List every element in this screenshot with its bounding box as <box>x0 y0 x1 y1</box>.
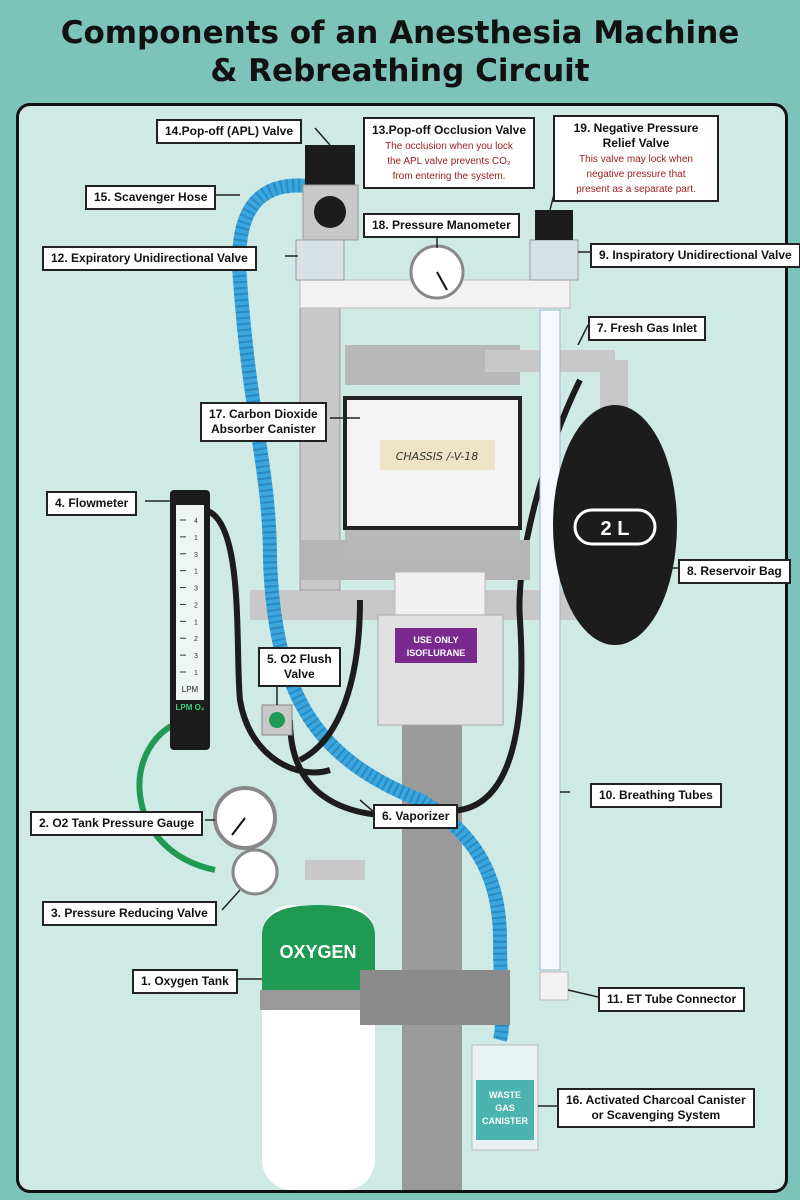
callout-relief-title-2: Relief Valve <box>602 136 670 150</box>
vaporizer-hose <box>298 599 363 763</box>
flowmeter-tick-label: 1 <box>194 619 198 626</box>
callout-relief-desc-1: This valve may lock when <box>579 154 693 165</box>
label-scavenger-hose: 15. Scavenger Hose <box>85 185 217 210</box>
callout-occlusion-desc-2: the APL valve prevents CO₂ <box>387 156 511 167</box>
label-pressure-reducing-valve: 3. Pressure Reducing Valve <box>42 901 217 926</box>
waste-canister-label-bg <box>476 1080 534 1140</box>
flowmeter-tube <box>176 505 204 700</box>
apl-valve-cap <box>305 145 355 185</box>
label-pressure-manometer: 18. Pressure Manometer <box>363 213 520 238</box>
tank-clamp <box>360 970 510 1025</box>
title-line-1: Components of an Anesthesia Machine <box>60 15 740 51</box>
label-inspiratory-valve: 9. Inspiratory Unidirectional Valve <box>590 243 800 268</box>
label-co2-absorber-line-2: Absorber Canister <box>211 422 316 436</box>
label-vaporizer: 6. Vaporizer <box>373 804 459 829</box>
flowmeter-lpm: LPM <box>182 685 199 694</box>
flowmeter-tick-label: 4 <box>194 518 198 525</box>
label-o2-flush-line-1: 5. O2 Flush <box>267 652 332 666</box>
callout-occlusion-valve: 13.Pop-off Occlusion Valve The occlusion… <box>363 117 535 189</box>
flowmeter-tick-label: 3 <box>194 653 198 660</box>
flowmeter-hose <box>203 507 331 776</box>
fresh-gas-hose <box>287 378 583 819</box>
callout-relief-desc-2: negative pressure that <box>586 169 686 180</box>
o2-gauge-needle <box>231 817 246 836</box>
oxygen-tank-shoulder <box>262 905 375 990</box>
label-o2-flush-line-2: Valve <box>283 667 315 681</box>
waste-line-3: CANISTER <box>482 1116 529 1126</box>
canister-tag <box>380 440 495 470</box>
label-charcoal-line-2: or Scavenging System <box>591 1108 721 1122</box>
leader-lines <box>145 127 678 1107</box>
label-expiratory-valve: 12. Expiratory Unidirectional Valve <box>42 246 257 271</box>
flowmeter-tick-label: 2 <box>194 602 198 609</box>
occlusion-knob <box>314 196 346 228</box>
callout-occlusion-desc-1: The occlusion when you lock <box>385 141 513 152</box>
label-o2-pressure-gauge: 2. O2 Tank Pressure Gauge <box>30 811 204 836</box>
flowmeter-tick-label: 1 <box>194 535 198 542</box>
waste-line-1: WASTE <box>489 1090 521 1100</box>
breathing-tube <box>539 309 561 971</box>
flowmeter-ticks: 4 1 3 1 3 2 1 2 3 1 <box>180 518 198 677</box>
flowmeter-tick-label: 1 <box>194 670 198 677</box>
oxygen-hose <box>136 717 216 873</box>
label-o2-flush-valve: 5. O2 Flush Valve <box>258 647 341 687</box>
flowmeter-unit: LPM O₂ <box>176 703 205 712</box>
bag-size-text: 2 L <box>601 518 630 540</box>
callout-relief-title-1: 19. Negative Pressure <box>573 121 699 135</box>
reservoir-bag <box>553 405 677 645</box>
page-title: Components of an Anesthesia Machine & Re… <box>0 14 800 90</box>
regulator-yoke <box>305 860 365 880</box>
absorber-base <box>345 530 520 560</box>
label-charcoal-canister: 16. Activated Charcoal Canister or Scave… <box>557 1088 755 1128</box>
waste-line-2: GAS <box>495 1103 515 1113</box>
expiratory-valve <box>295 239 345 281</box>
relief-valve <box>535 210 573 240</box>
flowmeter-tick-label: 3 <box>194 552 198 559</box>
inspiratory-valve <box>529 239 579 281</box>
label-fresh-gas-inlet: 7. Fresh Gas Inlet <box>588 316 707 341</box>
flowmeter-tick-label: 3 <box>194 586 198 593</box>
et-tube-connector <box>539 971 569 1001</box>
callout-occlusion-title: 13.Pop-off Occlusion Valve <box>371 123 527 137</box>
label-et-tube-connector: 11. ET Tube Connector <box>598 987 746 1012</box>
flowmeter-tick-label: 2 <box>194 636 198 643</box>
label-apl-valve: 14.Pop-off (APL) Valve <box>156 119 303 144</box>
label-breathing-tubes: 10. Breathing Tubes <box>590 783 722 808</box>
pressure-reducing-valve <box>231 848 279 896</box>
label-co2-absorber: 17. Carbon Dioxide Absorber Canister <box>200 402 327 442</box>
label-co2-absorber-line-1: 17. Carbon Dioxide <box>209 407 318 421</box>
oxygen-tank-text: OXYGEN <box>279 942 356 962</box>
o2-flush-button <box>269 712 285 728</box>
callout-occlusion-desc-3: from entering the system. <box>392 171 506 182</box>
fresh-gas-elbow <box>600 360 628 410</box>
vaporizer-plate-line-2: ISOFLURANE <box>407 648 466 658</box>
label-reservoir-bag: 8. Reservoir Bag <box>678 559 791 584</box>
bag-size-badge <box>573 508 657 546</box>
label-flowmeter: 4. Flowmeter <box>46 491 138 516</box>
callout-relief-valve: 19. Negative Pressure Relief Valve This … <box>553 115 719 202</box>
manometer-needle <box>436 271 448 291</box>
vaporizer-plate <box>395 628 477 663</box>
label-oxygen-tank: 1. Oxygen Tank <box>132 969 238 994</box>
vaporizer-plate-line-1: USE ONLY <box>413 635 458 645</box>
callout-relief-desc-3: present as a separate part. <box>576 184 696 195</box>
flowmeter-tick-label: 1 <box>194 569 198 576</box>
canister-label: CHASSIS /-V-18 <box>396 450 479 463</box>
label-charcoal-line-1: 16. Activated Charcoal Canister <box>566 1093 746 1107</box>
title-line-2: & Rebreathing Circuit <box>210 53 590 89</box>
